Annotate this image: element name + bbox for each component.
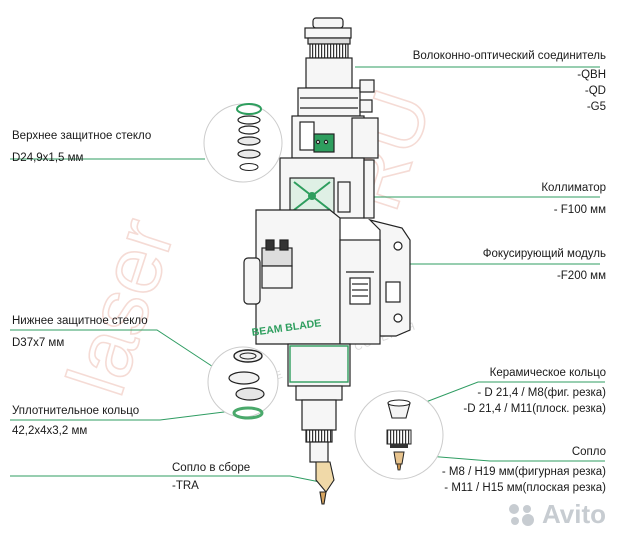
bottom-glass-detail <box>207 346 279 420</box>
focusing-module <box>243 209 381 345</box>
nozzle-detail <box>354 390 444 480</box>
callout-nozzle-line-2: - M11 / H15 мм(плоская резка) <box>444 482 606 494</box>
callout-ceramic-line-1: - D 21,4 / M8(фиг. резка) <box>477 387 606 399</box>
callout-ceramic: Керамическое кольцо - D 21,4 / M8(фиг. р… <box>463 365 606 417</box>
callout-top-glass-title: Верхнее защитное стекло <box>12 130 152 142</box>
callout-bottom-glass: Нижнее защитное стекло D37x7 мм <box>12 313 148 351</box>
callout-collimator-title: Коллиматор <box>541 182 606 194</box>
callout-assembly-title: Сопло в сборе <box>172 462 251 474</box>
callout-assembly-line-1: -TRA <box>172 480 199 492</box>
callout-nozzle-line-1: - M8 / H19 мм(фигурная резка) <box>441 466 606 478</box>
callout-focus: Фокусирующий модуль -F200 мм <box>483 246 606 284</box>
callout-top-glass: Верхнее защитное стекло D24,9x1,5 мм <box>12 128 151 166</box>
lower-housing <box>287 343 351 463</box>
callout-nozzle-title: Сопло <box>571 446 606 458</box>
leader-lines <box>10 66 605 483</box>
callout-fiber-line-3: -G5 <box>586 101 606 113</box>
nozzle-tip <box>315 461 335 505</box>
callout-focus-line-1: -F200 мм <box>556 270 606 282</box>
callout-seal: Уплотнительное кольцо 42,2x4x3,2 мм <box>12 403 139 439</box>
callout-seal-title: Уплотнительное кольцо <box>12 405 140 417</box>
leader-nozzle <box>414 454 605 462</box>
callout-fiber-line-2: -QD <box>584 85 606 97</box>
callout-nozzle: Сопло - M8 / H19 мм(фигурная резка) - M1… <box>442 444 606 496</box>
fiber-connector <box>297 17 375 117</box>
callout-collimator-line-1: - F100 мм <box>553 204 606 216</box>
callout-ceramic-title: Керамическое кольцо <box>489 367 606 379</box>
callout-collimator: Коллиматор - F100 мм <box>541 180 606 218</box>
callout-bottom-glass-line-1: D37x7 мм <box>12 337 65 349</box>
callout-bottom-glass-title: Нижнее защитное стекло <box>12 315 148 327</box>
collimator-body <box>279 115 379 219</box>
callout-fiber: Волоконно-оптический соединитель -QBH -Q… <box>413 48 606 115</box>
callout-seal-line-1: 42,2x4x3,2 мм <box>12 425 88 437</box>
leader-ceramic <box>404 381 605 411</box>
avito-label: Avito <box>541 499 606 529</box>
callout-fiber-title: Волоконно-оптический соединитель <box>412 50 606 62</box>
leader-bottom-glass <box>10 329 231 379</box>
leader-assembly <box>10 475 321 483</box>
callout-assembly: Сопло в сборе -TRA <box>172 460 250 494</box>
callout-ceramic-line-2: -D 21,4 / M11(плоск. резка) <box>463 403 606 415</box>
callout-top-glass-line-1: D24,9x1,5 мм <box>12 152 84 164</box>
avito-watermark: Avito <box>506 499 606 530</box>
avito-dots-icon <box>508 503 534 526</box>
top-glass-detail <box>203 103 283 183</box>
callout-focus-title: Фокусирующий модуль <box>482 248 606 260</box>
leader-seal <box>10 409 241 421</box>
callout-fiber-line-1: -QBH <box>577 69 606 81</box>
